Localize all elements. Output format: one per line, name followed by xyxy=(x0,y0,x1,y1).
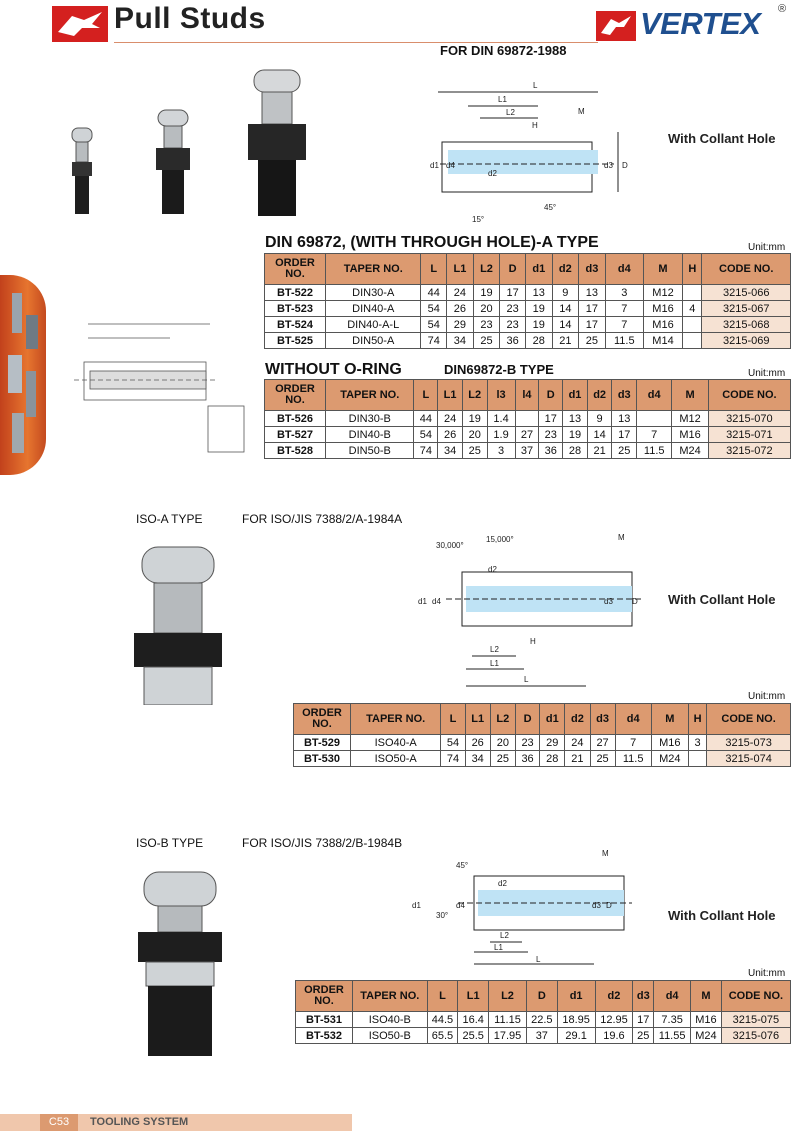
iso-a-pull-stud-photo xyxy=(134,546,222,705)
svg-text:L2: L2 xyxy=(490,645,499,654)
svg-text:M: M xyxy=(618,533,625,542)
svg-text:d2: d2 xyxy=(498,879,507,888)
svg-text:d1: d1 xyxy=(412,901,421,910)
coolant-label-3: With Collant Hole xyxy=(668,908,776,923)
din-b-subtitle: DIN69872-B TYPE xyxy=(444,362,554,377)
iso-b-header-row: ORDER NO. TAPER NO. L L1 L2 D d1 d2 d3 d… xyxy=(295,980,792,1012)
svg-text:30,000°: 30,000° xyxy=(436,541,464,550)
iso-b-type-label: ISO-B TYPE xyxy=(136,836,204,850)
svg-text:d1: d1 xyxy=(430,161,439,170)
svg-text:D: D xyxy=(606,901,612,910)
din-a-table: ORDER NO. TAPER NO. L L1 L2 D d1 d2 d3 d… xyxy=(264,253,791,349)
din-a-technical-drawing: L L1 L2 M H d1 d4 d2 d3 D 15° 45° xyxy=(430,81,628,224)
svg-text:d2: d2 xyxy=(488,169,497,178)
svg-text:d2: d2 xyxy=(488,565,497,574)
svg-text:d4: d4 xyxy=(456,901,465,910)
svg-text:d4: d4 xyxy=(432,597,441,606)
svg-text:d1: d1 xyxy=(418,597,427,606)
page-title: Pull Studs xyxy=(114,2,266,35)
svg-text:L1: L1 xyxy=(498,95,507,104)
din-b-header-row: ORDER NO. TAPER NO. L L1 L2 l3 l4 D d1 d… xyxy=(264,379,792,411)
iso-a-type-label: ISO-A TYPE xyxy=(136,512,203,526)
page-subtitle: FOR DIN 69872-1988 xyxy=(440,43,567,58)
iso-a-standard-label: FOR ISO/JIS 7388/2/A-1984A xyxy=(242,512,403,526)
svg-text:L: L xyxy=(536,955,541,964)
svg-text:d3: d3 xyxy=(604,161,613,170)
coolant-label-1: With Collant Hole xyxy=(668,131,776,146)
footer-bar xyxy=(0,1114,352,1131)
din-b-table: ORDER NO. TAPER NO. L L1 L2 l3 l4 D d1 d… xyxy=(264,379,792,459)
brand-logo: VERTEX xyxy=(640,6,761,41)
svg-text:L1: L1 xyxy=(494,943,503,952)
svg-text:L2: L2 xyxy=(500,931,509,940)
svg-text:L: L xyxy=(524,675,529,684)
svg-text:H: H xyxy=(532,121,538,130)
svg-text:M: M xyxy=(602,849,609,858)
iso-b-technical-drawing: 45° M d2 d1 d4 30° d3 D L2 L1 L xyxy=(412,849,632,965)
svg-text:d3: d3 xyxy=(604,597,613,606)
svg-text:d3: d3 xyxy=(592,901,601,910)
din-b-title: WITHOUT O-RING xyxy=(265,361,402,378)
iso-b-table: ORDER NO. TAPER NO. L L1 L2 D d1 d2 d3 d… xyxy=(295,980,792,1044)
svg-text:D: D xyxy=(632,597,638,606)
iso-b-standard-label: FOR ISO/JIS 7388/2/B-1984B xyxy=(242,836,403,850)
din-a-title: DIN 69872, (WITH THROUGH HOLE)-A TYPE xyxy=(265,234,599,251)
svg-text:D: D xyxy=(622,161,628,170)
page-number: C53 xyxy=(40,1114,78,1131)
svg-text:45°: 45° xyxy=(544,203,556,212)
din-a-unit: Unit:mm xyxy=(748,242,786,253)
svg-text:L: L xyxy=(533,81,538,90)
vertex-logo-icon xyxy=(596,11,636,41)
svg-text:H: H xyxy=(530,637,536,646)
iso-a-header-row: ORDER NO. TAPER NO. L L1 L2 D d1 d2 d3 d… xyxy=(293,703,791,735)
din-b-technical-drawing xyxy=(74,323,245,453)
side-product-strip xyxy=(0,275,46,475)
svg-text:15°: 15° xyxy=(472,215,484,224)
iso-a-technical-drawing: 30,000° 15,000° M d2 d1 d4 d3 D H L2 L1 … xyxy=(418,533,642,687)
eagle-logo-icon xyxy=(52,6,108,42)
svg-text:L2: L2 xyxy=(506,108,515,117)
svg-text:45°: 45° xyxy=(456,861,468,870)
svg-text:30°: 30° xyxy=(436,911,448,920)
svg-text:M: M xyxy=(578,107,585,116)
din-b-unit: Unit:mm xyxy=(748,368,786,379)
iso-b-pull-stud-photo xyxy=(138,871,222,1056)
iso-a-unit: Unit:mm xyxy=(748,691,786,702)
coolant-label-2: With Collant Hole xyxy=(668,592,776,607)
iso-a-table: ORDER NO. TAPER NO. L L1 L2 D d1 d2 d3 d… xyxy=(293,703,791,767)
header-divider xyxy=(114,42,598,43)
svg-text:d4: d4 xyxy=(446,161,455,170)
svg-text:L1: L1 xyxy=(490,659,499,668)
footer-section-label: TOOLING SYSTEM xyxy=(90,1116,189,1128)
din-a-header-row: ORDER NO. TAPER NO. L L1 L2 D d1 d2 d3 d… xyxy=(264,253,791,285)
din-pull-studs-photo xyxy=(71,69,306,216)
svg-text:15,000°: 15,000° xyxy=(486,535,514,544)
brand-registered-mark: ® xyxy=(778,3,787,15)
iso-b-unit: Unit:mm xyxy=(748,968,786,979)
